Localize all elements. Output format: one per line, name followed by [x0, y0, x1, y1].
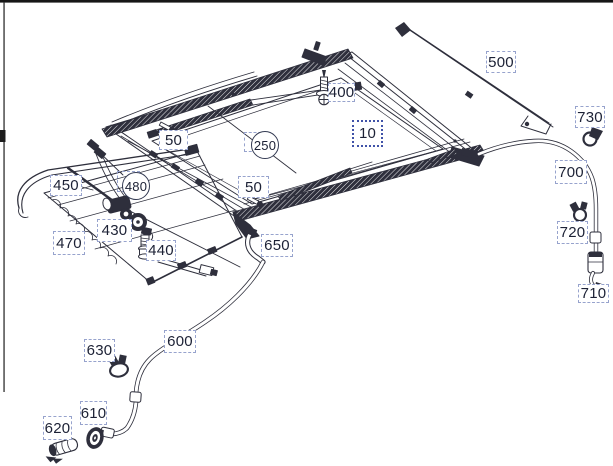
part-label-610[interactable]: 610: [80, 401, 107, 425]
screw-400: [316, 70, 332, 106]
part-label-720[interactable]: 720: [557, 221, 588, 244]
drain-plug-620: [45, 438, 79, 464]
part-label-600[interactable]: 600: [164, 330, 196, 353]
part-label-50-front[interactable]: 50: [159, 130, 188, 150]
part-label-710[interactable]: 710: [578, 284, 609, 303]
part-label-650[interactable]: 650: [261, 234, 293, 257]
hose-clip-730: [582, 127, 603, 147]
part-label-450[interactable]: 450: [50, 175, 82, 196]
leader-line-450: [81, 186, 94, 191]
page-edge-artifacts: [0, 0, 613, 392]
hose-clip-720: [569, 201, 588, 223]
glass-bracket-bar: [277, 148, 458, 202]
part-label-10[interactable]: 10: [352, 120, 383, 147]
part-label-400[interactable]: 400: [328, 83, 355, 102]
part-label-630[interactable]: 630: [84, 339, 115, 362]
roof-rail-500: [395, 22, 554, 135]
part-label-700[interactable]: 700: [555, 160, 587, 184]
part-label-730[interactable]: 730: [575, 106, 605, 128]
part-label-440[interactable]: 440: [146, 240, 176, 261]
part-label-620[interactable]: 620: [43, 416, 72, 440]
drain-elbow-650: [243, 225, 266, 265]
part-label-500[interactable]: 500: [486, 51, 516, 73]
roof-frame-assembly: [101, 41, 486, 240]
part-label-430[interactable]: 430: [97, 219, 132, 242]
part-label-470[interactable]: 470: [53, 231, 85, 255]
part-label-250[interactable]: 250: [251, 131, 279, 159]
grommet-610: [86, 427, 104, 449]
part-label-50-rear[interactable]: 50: [238, 176, 269, 198]
part-label-480[interactable]: 480: [122, 172, 150, 200]
